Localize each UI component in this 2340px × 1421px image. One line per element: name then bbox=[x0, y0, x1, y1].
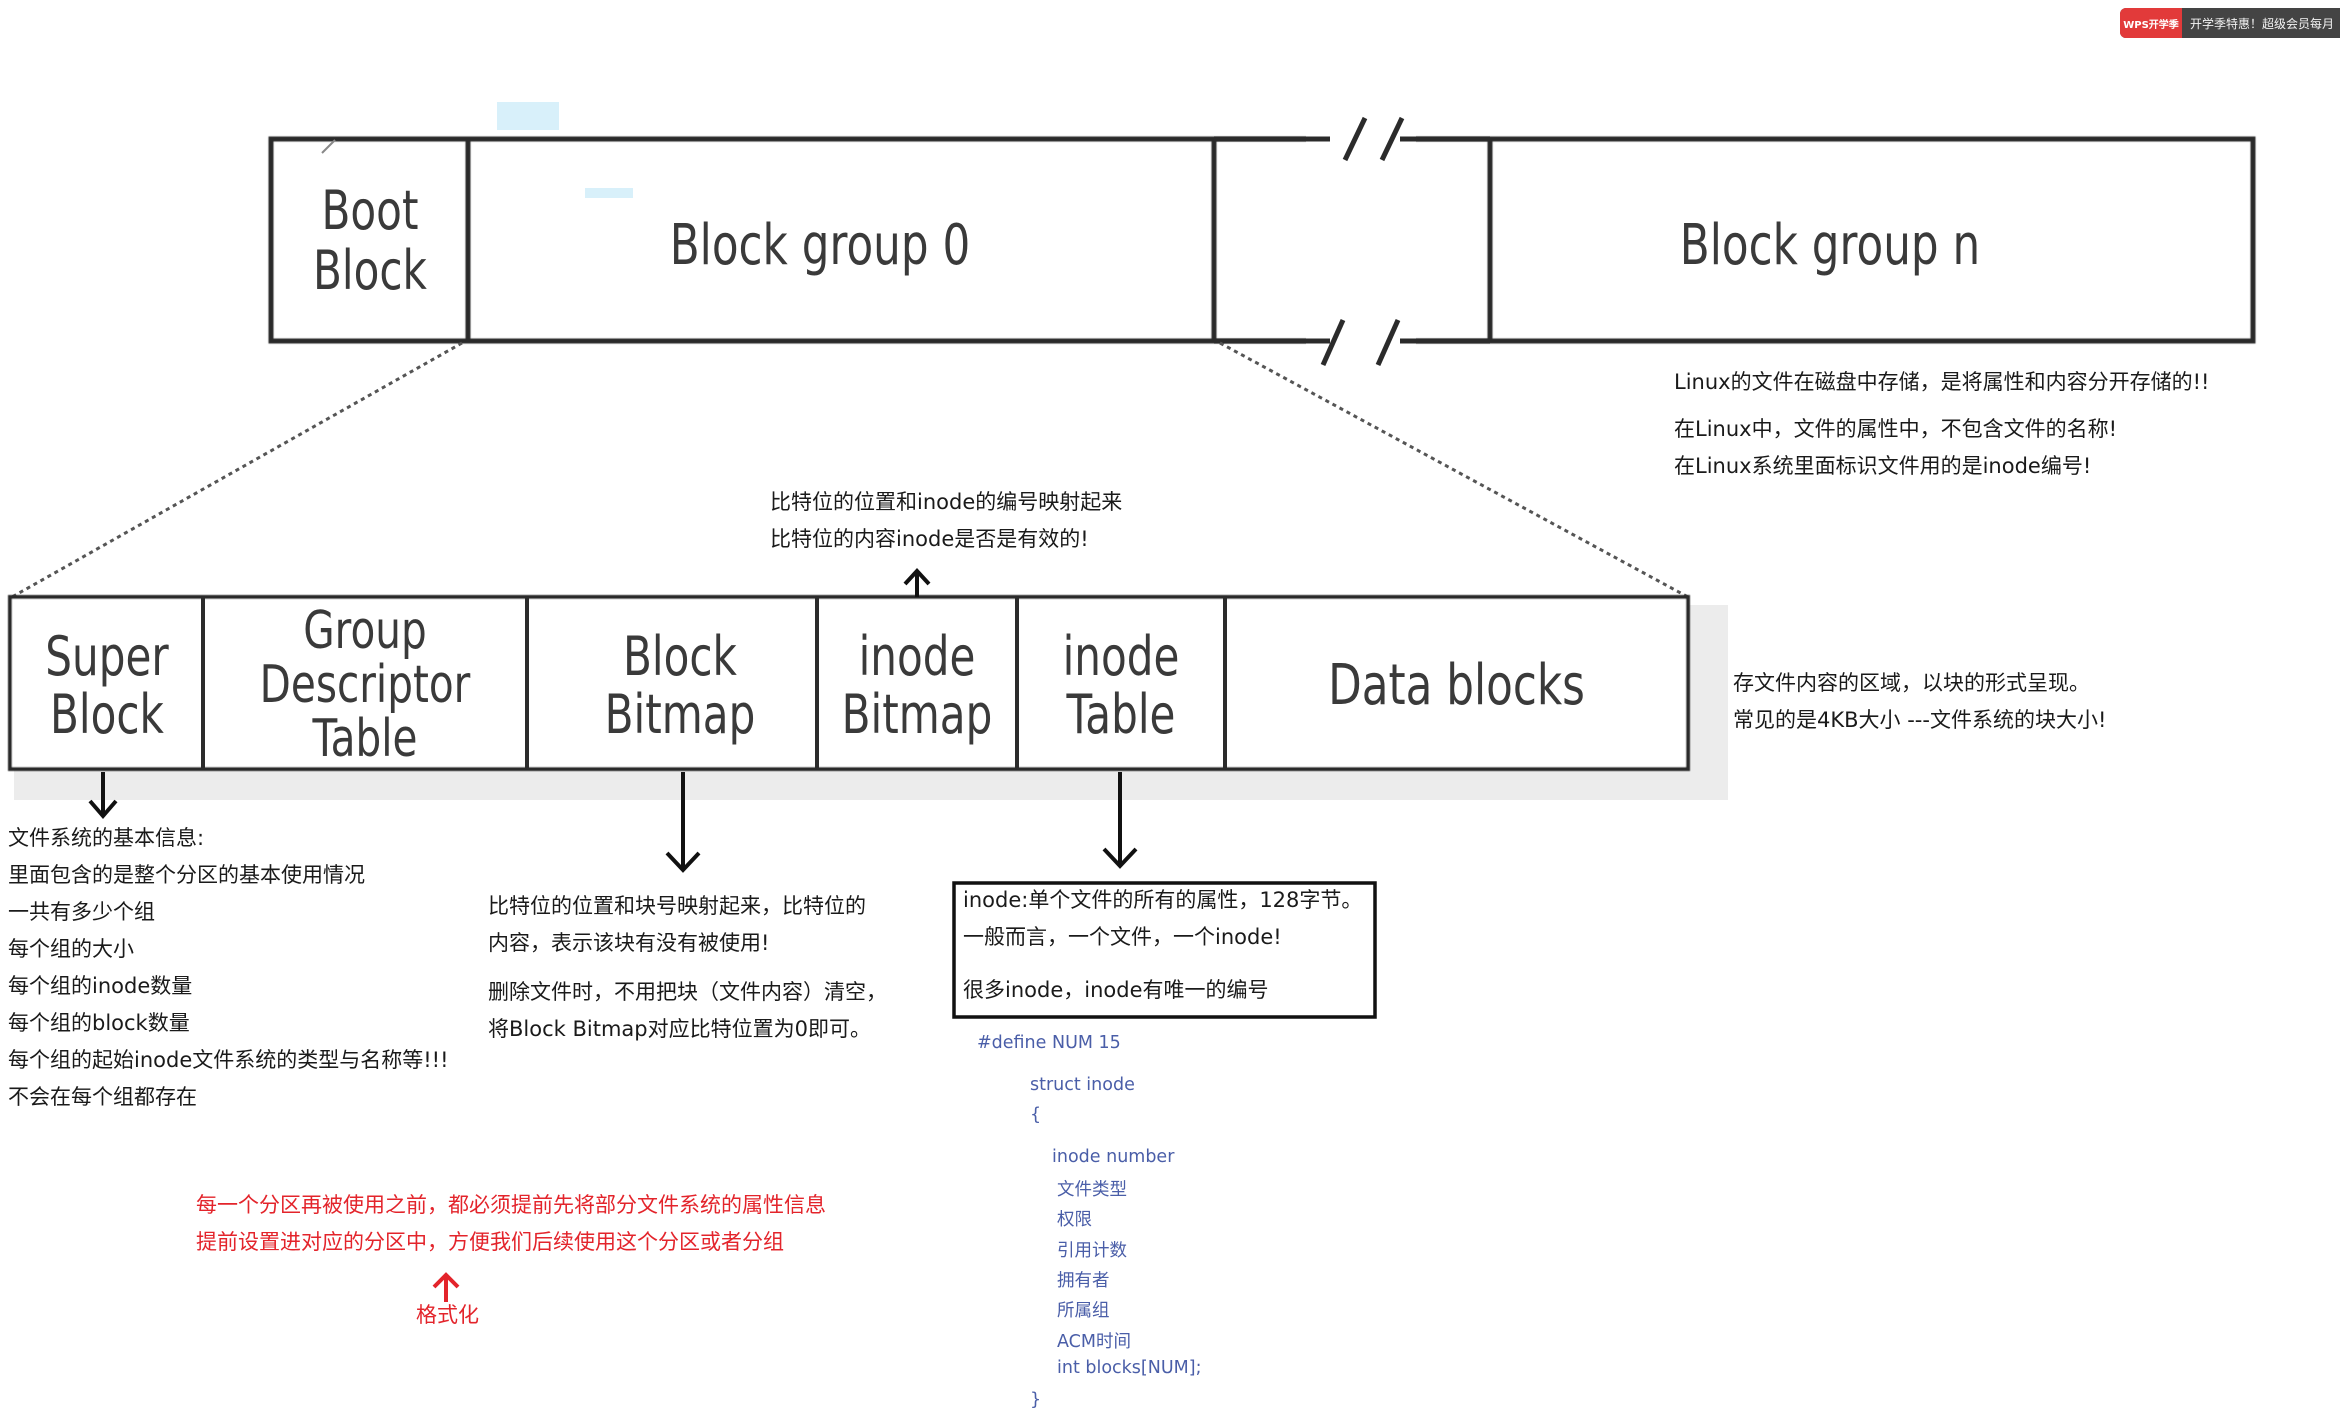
note-line: 内容，表示该块有没有被使用! bbox=[488, 931, 770, 955]
code-close-brace: } bbox=[1030, 1390, 1042, 1410]
boot-block-label: Boot Block bbox=[313, 178, 427, 302]
code-line: 所属组 bbox=[1057, 1301, 1110, 1321]
super-block-label: Super Block bbox=[45, 625, 169, 746]
linux-storage-note: Linux的文件在磁盘中存储，是将属性和内容分开存储的!! 在Linux中，文件… bbox=[1674, 364, 2209, 485]
pointer-arrows bbox=[88, 568, 1138, 873]
group-descriptor-table-label: Group Descriptor Table bbox=[259, 601, 471, 769]
block-bitmap-note: 比特位的位置和块号映射起来，比特位的 内容，表示该块有没有被使用! 删除文件时，… bbox=[488, 888, 887, 1048]
note-line: 每一个分区再被使用之前，都必须提前先将部分文件系统的属性信息 bbox=[196, 1193, 826, 1217]
break-mark bbox=[1342, 116, 1368, 162]
code-line: 引用计数 bbox=[1057, 1241, 1127, 1261]
artifact-cyan-2 bbox=[585, 188, 633, 198]
note-line: 比特位的位置和inode的编号映射起来 bbox=[770, 490, 1123, 514]
note-line: 每个组的起始inode文件系统的类型与名称等!!! bbox=[8, 1048, 449, 1072]
note-line: Linux的文件在磁盘中存储，是将属性和内容分开存储的!! bbox=[1674, 370, 2210, 394]
note-line: 将Block Bitmap对应比特位置为0即可。 bbox=[488, 1017, 871, 1041]
note-line: 比特位的内容inode是否是有效的! bbox=[770, 527, 1089, 551]
code-line: inode number bbox=[1052, 1147, 1175, 1167]
wps-promo-text: 开学季特惠！超级会员每月 bbox=[2190, 16, 2335, 31]
block-bitmap-label: Block Bitmap bbox=[604, 625, 756, 746]
block-group-n-label: Block group n bbox=[1679, 212, 1981, 278]
data-blocks-note: 存文件内容的区域，以块的形式呈现。 常见的是4KB大小 ---文件系统的块大小! bbox=[1733, 665, 2106, 739]
code-line: 文件类型 bbox=[1057, 1180, 1127, 1200]
code-line: 拥有者 bbox=[1057, 1271, 1110, 1291]
code-line: 权限 bbox=[1057, 1210, 1092, 1230]
note-line: 在Linux系统里面标识文件用的是inode编号! bbox=[1674, 454, 2092, 478]
wps-promo-banner[interactable]: WPS开学季 开学季特惠！超级会员每月 bbox=[2120, 8, 2340, 38]
code-open-brace: { bbox=[1030, 1105, 1042, 1125]
code-define: #define NUM 15 bbox=[977, 1033, 1121, 1053]
inode-bitmap-note: 比特位的位置和inode的编号映射起来 比特位的内容inode是否是有效的! bbox=[770, 484, 1122, 558]
note-line: 提前设置进对应的分区中，方便我们后续使用这个分区或者分组 bbox=[196, 1230, 784, 1254]
note-line: 一共有多少个组 bbox=[8, 900, 155, 924]
format-arrow bbox=[432, 1272, 460, 1302]
note-line: 不会在每个组都存在 bbox=[8, 1085, 197, 1109]
note-line: 里面包含的是整个分区的基本使用情况 bbox=[8, 863, 365, 887]
artifact-cyan bbox=[497, 102, 559, 130]
zoom-line-left bbox=[11, 341, 463, 599]
note-line: 每个组的inode数量 bbox=[8, 974, 193, 998]
group-bar bbox=[8, 595, 1690, 771]
note-line: 常见的是4KB大小 ---文件系统的块大小! bbox=[1733, 708, 2107, 732]
note-line: 在Linux中，文件的属性中，不包含文件的名称! bbox=[1674, 417, 2117, 441]
format-note: 每一个分区再被使用之前，都必须提前先将部分文件系统的属性信息 提前设置进对应的分… bbox=[196, 1187, 826, 1261]
inode-table-note: inode:单个文件的所有的属性，128字节。 一般而言，一个文件，一个inod… bbox=[963, 882, 1362, 1009]
block-group-0-label: Block group 0 bbox=[669, 212, 971, 278]
format-label: 格式化 bbox=[416, 1303, 479, 1327]
note-line: 每个组的block数量 bbox=[8, 1011, 190, 1035]
zoom-line-right bbox=[1219, 341, 1689, 599]
note-line: 文件系统的基本信息: bbox=[8, 826, 205, 850]
note-line: 每个组的大小 bbox=[8, 937, 134, 961]
wps-logo: WPS开学季 bbox=[2120, 8, 2182, 38]
note-line: inode:单个文件的所有的属性，128字节。 bbox=[963, 888, 1363, 912]
inode-note-box bbox=[952, 881, 1377, 1019]
code-line: ACM时间 bbox=[1057, 1332, 1131, 1352]
inode-bitmap-label: inode Bitmap bbox=[841, 625, 993, 746]
note-line: 一般而言，一个文件，一个inode! bbox=[963, 925, 1282, 949]
note-line: 比特位的位置和块号映射起来，比特位的 bbox=[488, 894, 866, 918]
note-line: 存文件内容的区域，以块的形式呈现。 bbox=[1733, 671, 2090, 695]
data-blocks-label: Data blocks bbox=[1328, 652, 1585, 718]
code-line: int blocks[NUM]; bbox=[1057, 1358, 1202, 1378]
code-struct: struct inode bbox=[1030, 1075, 1135, 1095]
super-block-note: 文件系统的基本信息: 里面包含的是整个分区的基本使用情况 一共有多少个组 每个组… bbox=[8, 820, 449, 1116]
inode-table-label: inode Table bbox=[1062, 625, 1180, 746]
note-line: 很多inode，inode有唯一的编号 bbox=[963, 978, 1269, 1002]
note-line: 删除文件时，不用把块（文件内容）清空， bbox=[488, 980, 887, 1004]
